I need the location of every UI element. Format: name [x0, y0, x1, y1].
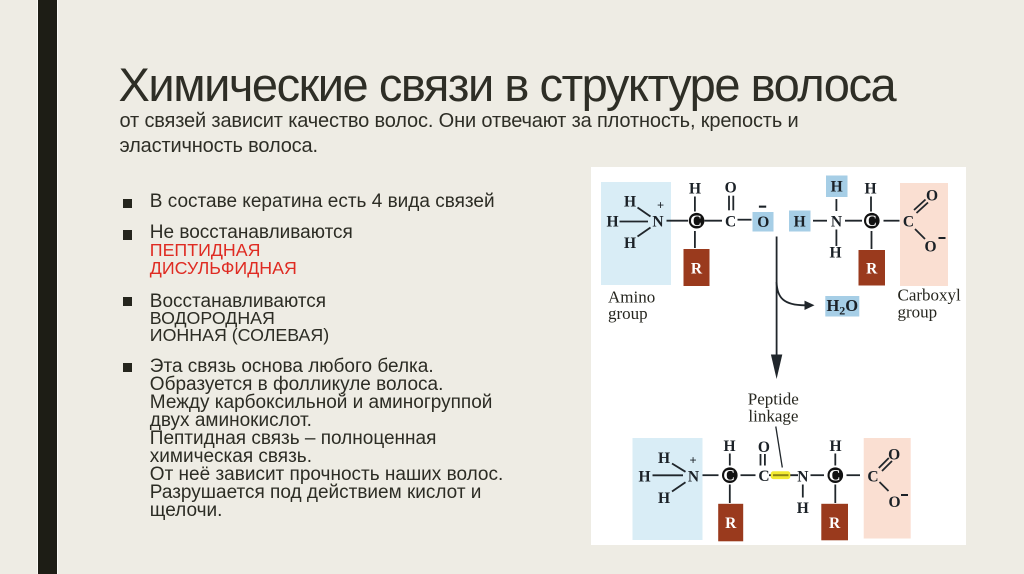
svg-text:+: +	[689, 454, 696, 468]
svg-text:C: C	[829, 468, 841, 485]
svg-text:H: H	[624, 193, 636, 210]
svg-text:O: O	[926, 188, 938, 205]
svg-text:R: R	[866, 261, 878, 278]
svg-text:C: C	[758, 468, 769, 485]
svg-text:C: C	[865, 213, 877, 230]
svg-text:H: H	[658, 490, 670, 507]
svg-text:O: O	[757, 214, 769, 231]
svg-text:Carboxyl: Carboxyl	[898, 286, 962, 305]
svg-text:C: C	[903, 213, 914, 230]
svg-text:H: H	[624, 235, 636, 252]
svg-text:H: H	[658, 450, 670, 467]
svg-text:H: H	[794, 213, 806, 230]
svg-text:H: H	[864, 181, 876, 198]
svg-text:Amino: Amino	[608, 288, 655, 307]
svg-text:C: C	[690, 213, 702, 230]
svg-text:H: H	[797, 500, 809, 517]
svg-text:H: H	[723, 438, 735, 455]
svg-text:Peptide: Peptide	[748, 390, 799, 409]
svg-text:N: N	[797, 468, 808, 485]
svg-text:+: +	[657, 199, 664, 213]
svg-text:H: H	[831, 179, 843, 196]
svg-text:H: H	[829, 438, 841, 455]
svg-text:R: R	[829, 515, 841, 532]
svg-text:H: H	[606, 213, 618, 230]
svg-text:R: R	[725, 515, 737, 532]
svg-text:H: H	[689, 181, 701, 198]
svg-text:N: N	[831, 213, 842, 230]
svg-text:O: O	[725, 179, 737, 196]
svg-text:O: O	[758, 439, 770, 456]
svg-text:group: group	[898, 303, 938, 322]
svg-text:C: C	[725, 213, 736, 230]
svg-text:N: N	[652, 213, 663, 230]
svg-text:C: C	[723, 468, 735, 485]
svg-text:linkage: linkage	[748, 407, 798, 426]
svg-text:O: O	[888, 494, 900, 511]
svg-text:H2O: H2O	[826, 296, 858, 317]
svg-text:R: R	[691, 261, 703, 278]
svg-text:C: C	[867, 468, 878, 485]
svg-text:O: O	[924, 239, 936, 256]
svg-text:H: H	[829, 244, 841, 261]
svg-text:H: H	[638, 468, 650, 485]
svg-text:group: group	[608, 304, 648, 323]
svg-text:O: O	[888, 447, 900, 464]
svg-text:N: N	[688, 468, 699, 485]
